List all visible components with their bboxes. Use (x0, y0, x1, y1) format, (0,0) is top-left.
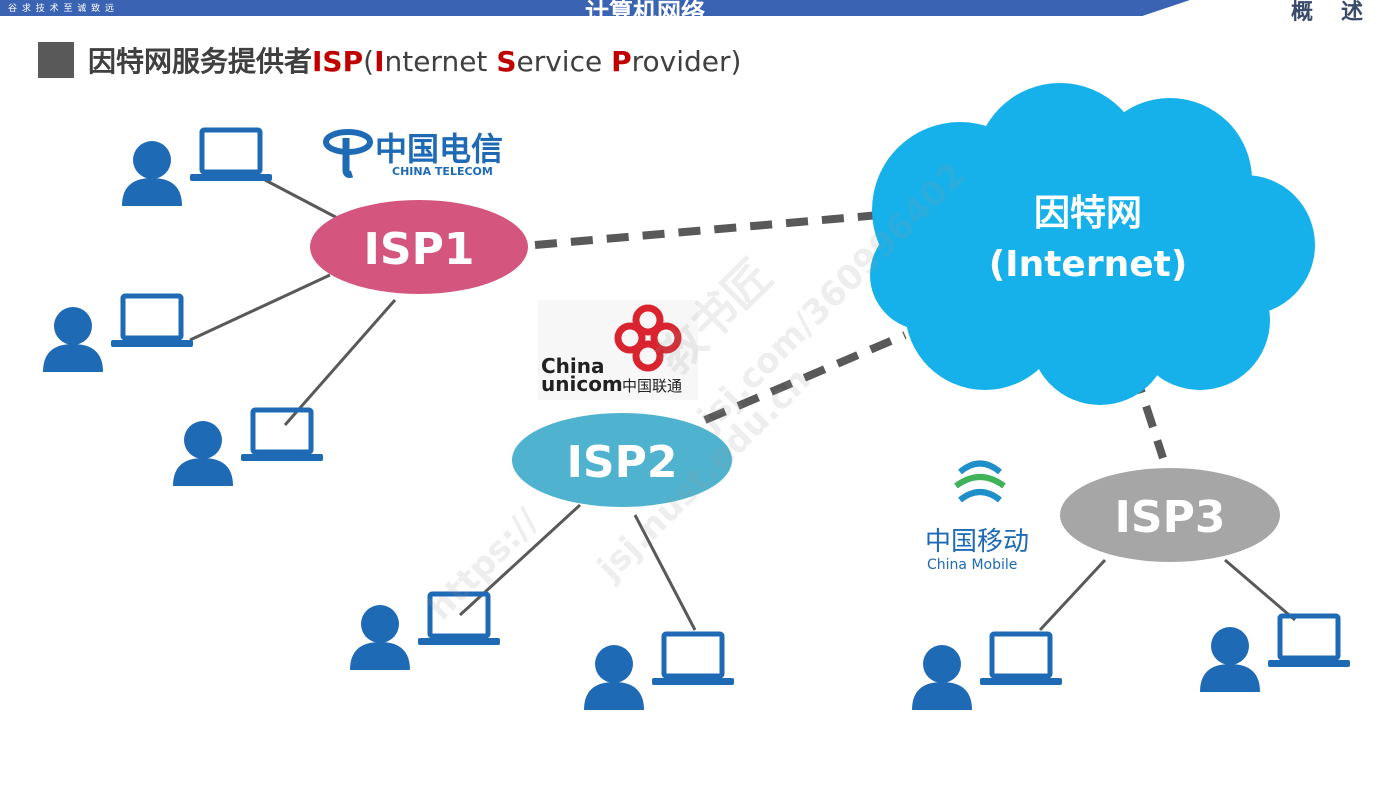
header-motto: 谷 求 技 术 至 诚 致 远 (8, 4, 116, 14)
isp1-node (310, 200, 528, 294)
nav-item-2[interactable]: 述 (1340, 0, 1363, 25)
header-bar: 谷 求 技 术 至 诚 致 远 计算机网络 (0, 0, 1190, 16)
user-3 (173, 410, 323, 486)
nav-item-1[interactable]: 概 (1290, 0, 1313, 25)
isp2-label: ISP2 (567, 437, 678, 488)
user-2 (43, 296, 193, 372)
user-5 (584, 634, 734, 710)
internet-label-en: (Internet) (989, 244, 1188, 285)
internet-label-cn: 因特网 (1034, 193, 1142, 234)
svg-text:China: China (541, 354, 605, 378)
isp1-label: ISP1 (364, 224, 475, 275)
svg-text:中国电信: 中国电信 (375, 130, 503, 168)
slide-heading: 因特网服务提供者ISP(Internet Service Provider) (38, 40, 741, 80)
heading-square (38, 42, 74, 78)
svg-text:中国联通: 中国联通 (622, 377, 682, 395)
svg-text:unicom: unicom (541, 372, 623, 396)
svg-text:中国移动: 中国移动 (925, 527, 1029, 557)
china-mobile-logo: 中国移动 China Mobile (925, 460, 1029, 573)
isp3-label: ISP3 (1115, 492, 1226, 543)
header-nav: 概述 (1263, 0, 1363, 26)
svg-text:China Mobile: China Mobile (927, 557, 1017, 573)
user-7 (1200, 616, 1350, 692)
user-1 (122, 130, 272, 206)
user-links (189, 178, 1296, 632)
user-6 (912, 634, 1062, 710)
china-unicom-logo: China unicom 中国联通 (538, 300, 698, 400)
isp2-node (512, 413, 732, 507)
china-telecom-logo: 中国电信 CHINA TELECOM (323, 129, 503, 178)
internet-cloud (870, 83, 1315, 405)
heading-text: 因特网服务提供者ISP(Internet Service Provider) (88, 45, 742, 78)
svg-text:CHINA TELECOM: CHINA TELECOM (392, 165, 493, 178)
isp3-node (1060, 468, 1280, 562)
header-title: 计算机网络 (585, 0, 705, 26)
